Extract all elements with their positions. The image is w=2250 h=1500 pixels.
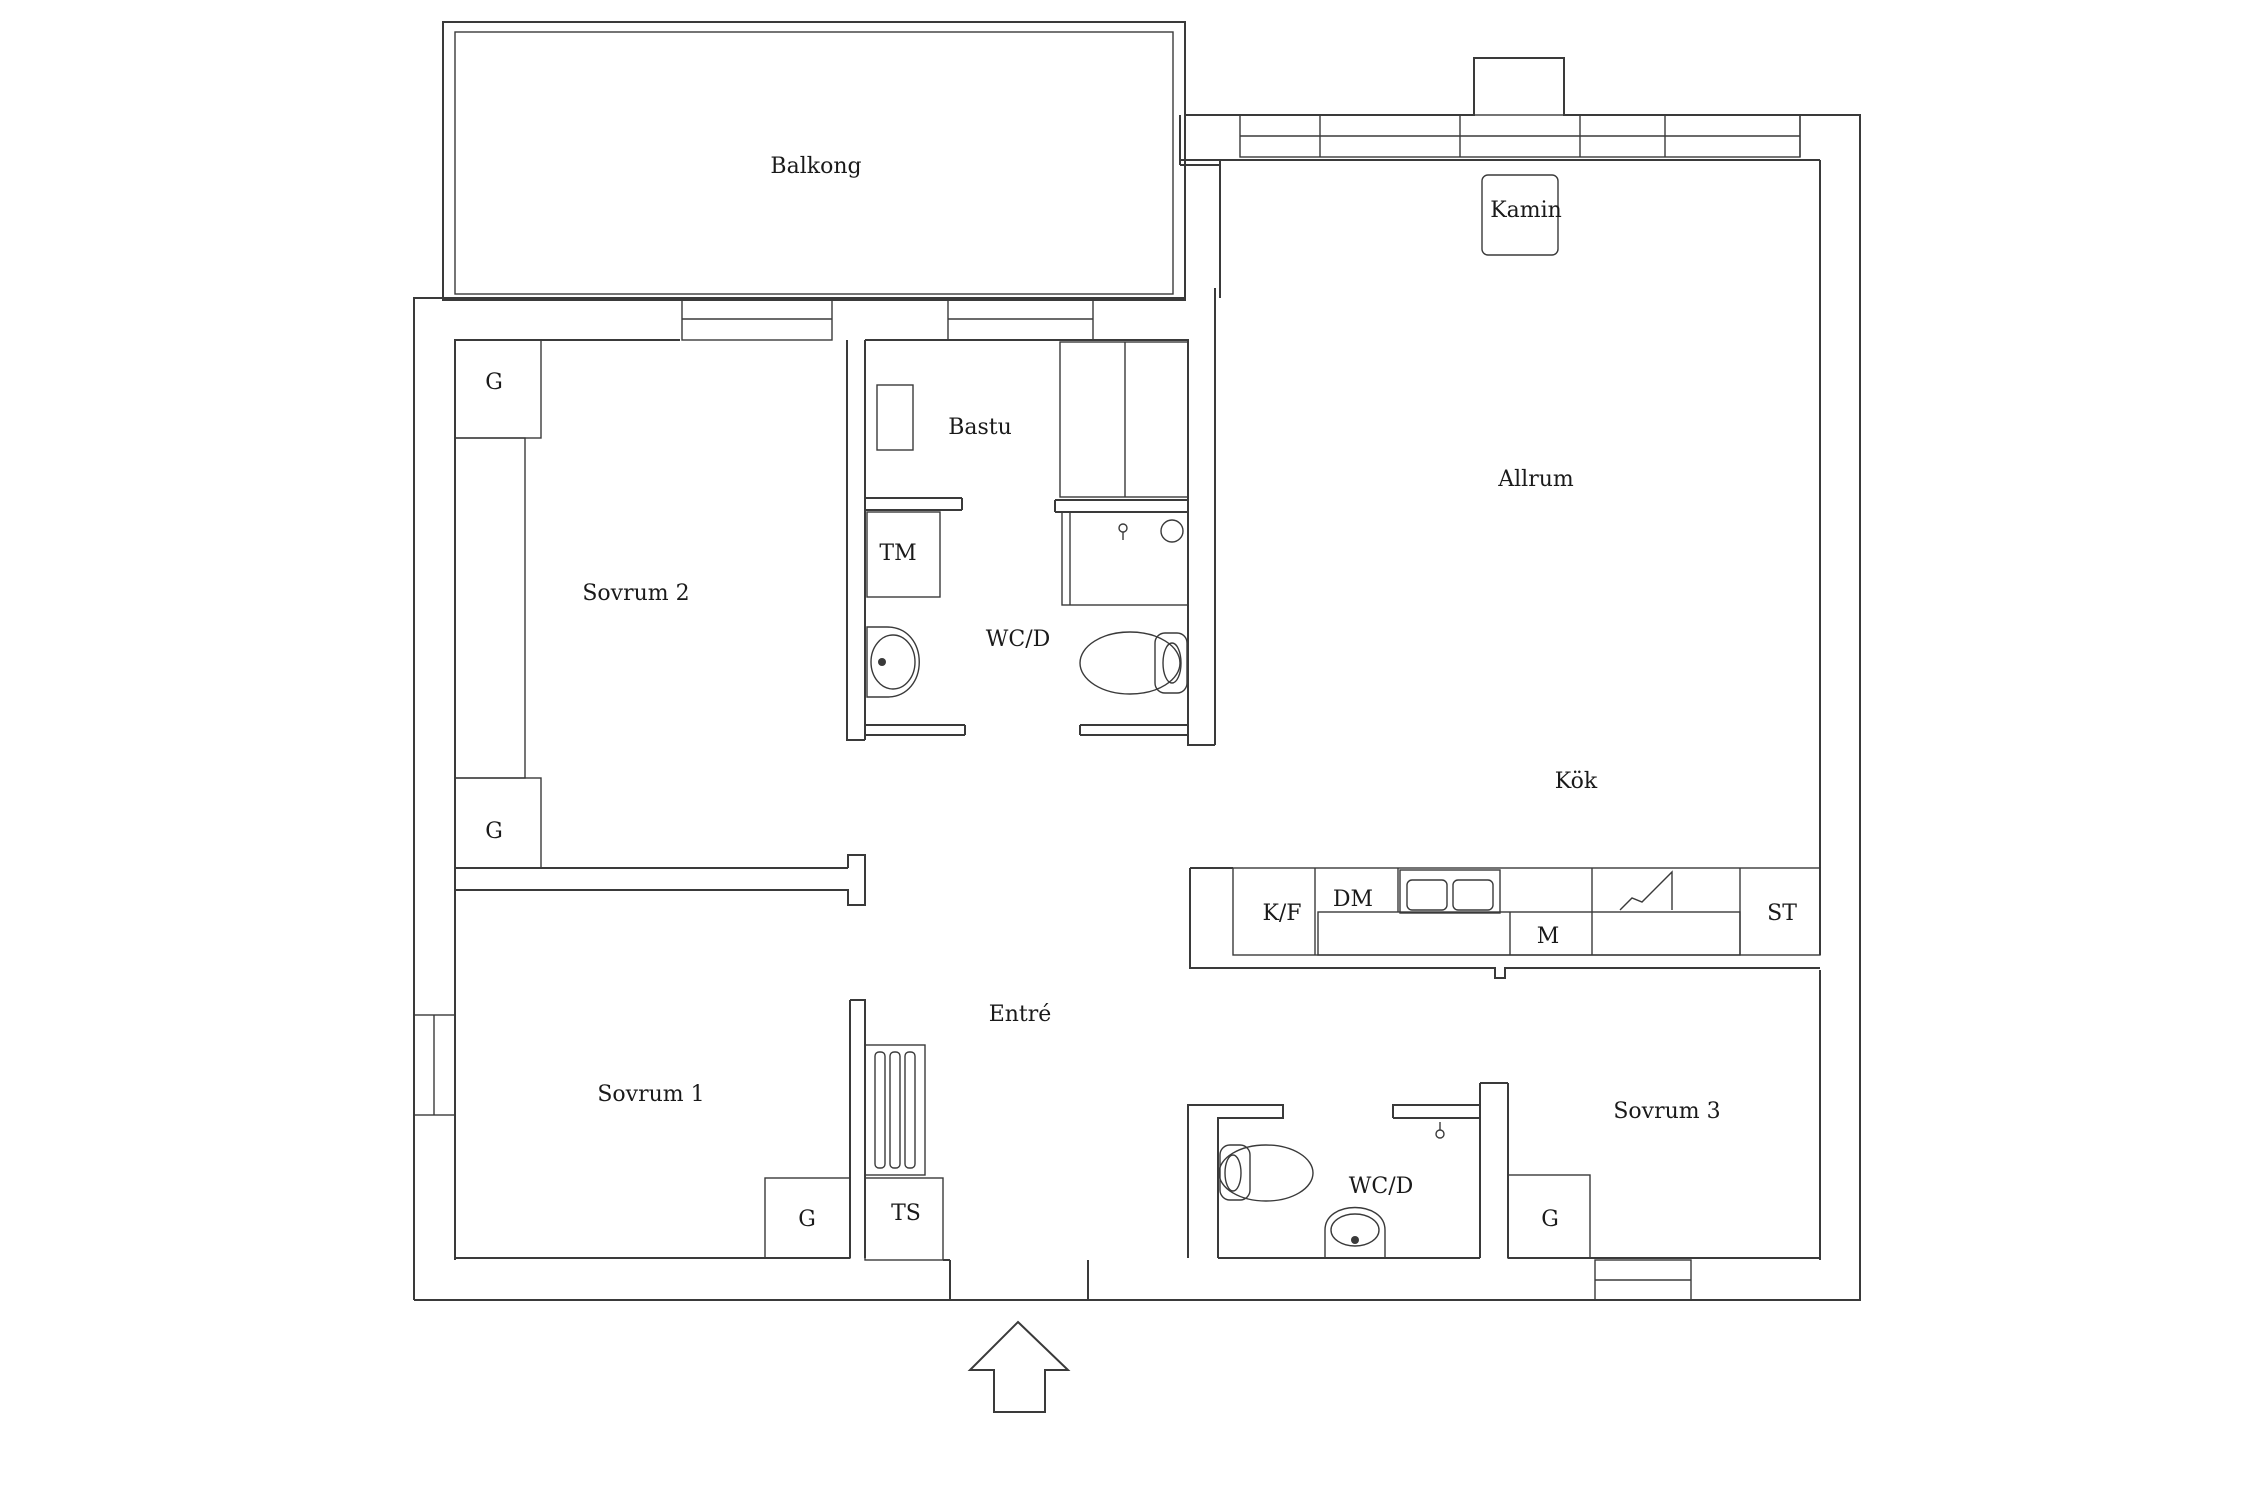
label-m: M	[1537, 924, 1560, 949]
kitchen	[1189, 867, 1821, 979]
label-wardrobe: G	[1541, 1207, 1559, 1232]
room-sovrum-1	[454, 892, 866, 1260]
balcony	[442, 21, 1186, 301]
room-sovrum-3	[1507, 1174, 1820, 1259]
label-wardrobe: G	[485, 370, 503, 395]
fireplace	[1481, 174, 1559, 256]
label-sovrum-2: Sovrum 2	[582, 581, 689, 606]
label-balkong: Balkong	[770, 154, 861, 179]
label-kok: Kök	[1555, 769, 1598, 794]
sink-icon	[866, 626, 920, 698]
room-sovrum-2	[454, 339, 866, 906]
label-allrum: Allrum	[1497, 467, 1574, 492]
sink-icon	[1324, 1206, 1386, 1259]
room-wc-lower	[1187, 1082, 1509, 1259]
entrance-arrow-icon	[967, 1320, 1071, 1413]
toilet-icon	[1218, 1144, 1314, 1202]
label-tm: TM	[879, 541, 916, 566]
toilet-icon	[1079, 631, 1188, 695]
label-sovrum-1: Sovrum 1	[597, 1082, 704, 1107]
entre-storage	[864, 1044, 950, 1261]
labels: Balkong Kamin Allrum Kök Bastu TM WC/D S…	[485, 154, 1797, 1232]
label-dm: DM	[1333, 887, 1373, 912]
outer-walls	[413, 57, 1861, 1301]
label-sovrum-3: Sovrum 3	[1613, 1099, 1720, 1124]
label-st: ST	[1767, 901, 1797, 926]
label-kamin: Kamin	[1490, 198, 1562, 223]
bathroom-block	[864, 288, 1216, 746]
label-wardrobe: G	[485, 819, 503, 844]
label-wc-lower: WC/D	[1349, 1174, 1414, 1199]
label-wc-upper: WC/D	[986, 627, 1051, 652]
label-bastu: Bastu	[948, 415, 1012, 440]
label-kf: K/F	[1262, 901, 1301, 926]
label-ts: TS	[891, 1201, 921, 1226]
label-wardrobe: G	[798, 1207, 816, 1232]
label-entre: Entré	[989, 1002, 1052, 1027]
